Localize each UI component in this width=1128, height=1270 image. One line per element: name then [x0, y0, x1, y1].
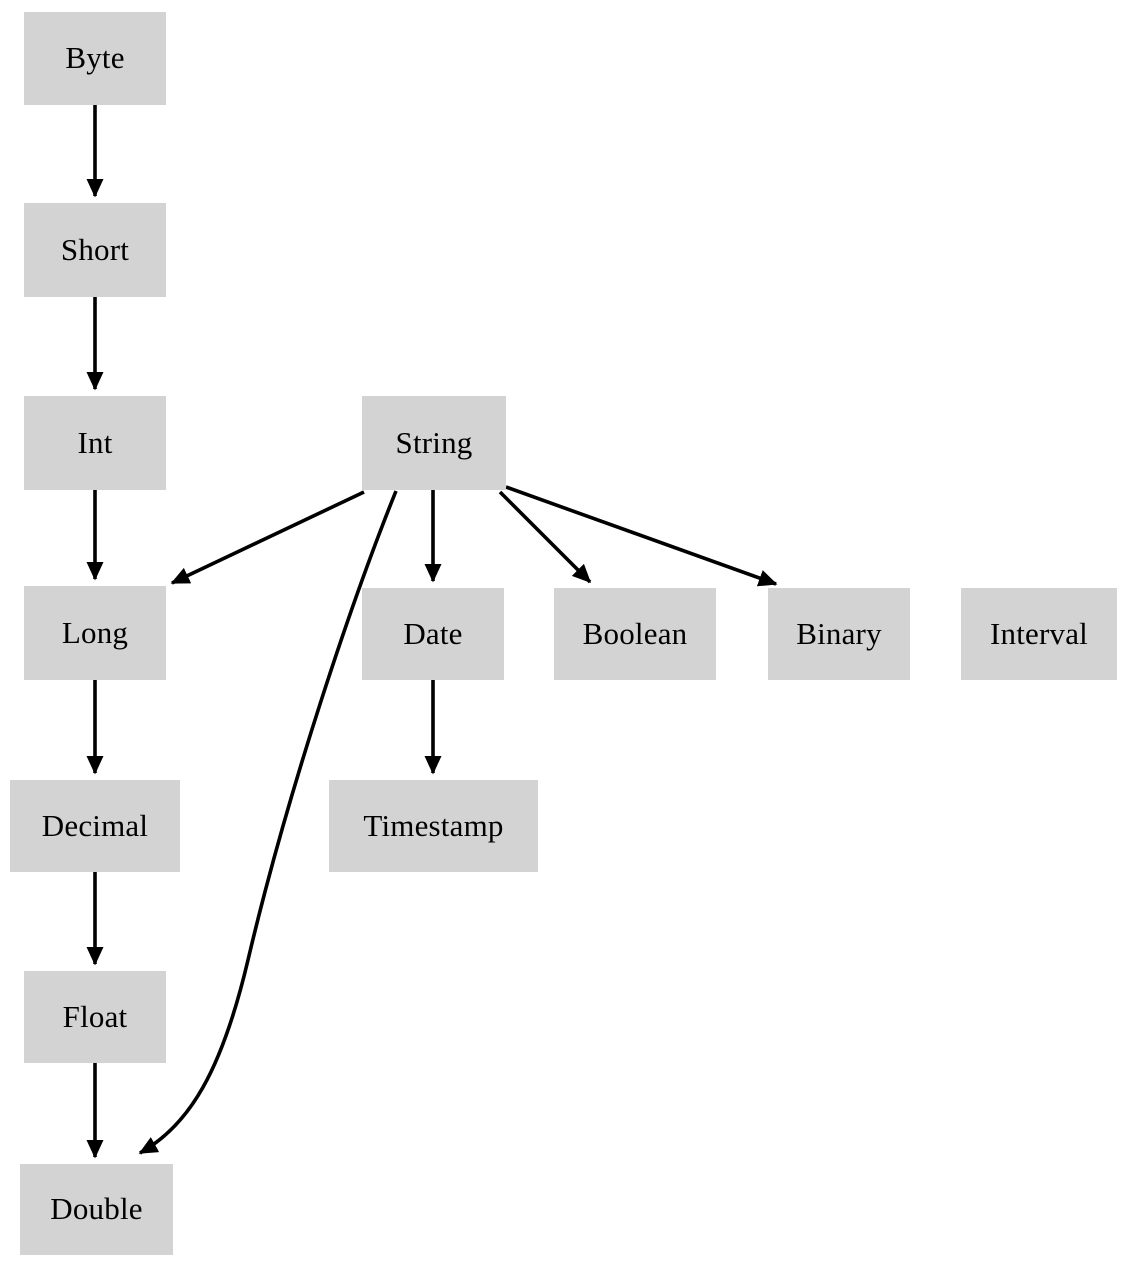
node-int[interactable]: Int: [24, 396, 166, 490]
node-binary[interactable]: Binary: [768, 588, 910, 680]
node-label: Double: [50, 1191, 143, 1226]
node-float[interactable]: Float: [24, 971, 166, 1063]
node-short[interactable]: Short: [24, 203, 166, 297]
node-string[interactable]: String: [362, 396, 506, 490]
node-label: Long: [61, 614, 129, 650]
node-label: Float: [62, 998, 128, 1034]
node-timestamp[interactable]: Timestamp: [329, 780, 538, 872]
node-label: Boolean: [582, 615, 688, 651]
edge-string-binary: [505, 485, 778, 587]
node-long[interactable]: Long: [24, 586, 166, 680]
node-label: Date: [403, 615, 463, 651]
node-boolean[interactable]: Boolean: [554, 588, 716, 680]
edge-string-boolean: [498, 490, 592, 584]
node-label: Decimal: [41, 807, 149, 843]
node-label: Byte: [65, 40, 125, 75]
edge-string-long: [170, 490, 365, 585]
node-label: String: [395, 424, 473, 460]
node-label: Timestamp: [363, 807, 504, 843]
node-byte[interactable]: Byte: [24, 12, 166, 105]
node-label: Binary: [796, 615, 882, 651]
node-decimal[interactable]: Decimal: [10, 780, 180, 872]
node-label: Short: [60, 231, 130, 267]
node-label: Int: [77, 424, 113, 460]
node-double[interactable]: Double: [20, 1164, 173, 1255]
node-date[interactable]: Date: [362, 588, 504, 680]
node-interval[interactable]: Interval: [961, 588, 1117, 680]
node-label: Interval: [990, 615, 1088, 651]
